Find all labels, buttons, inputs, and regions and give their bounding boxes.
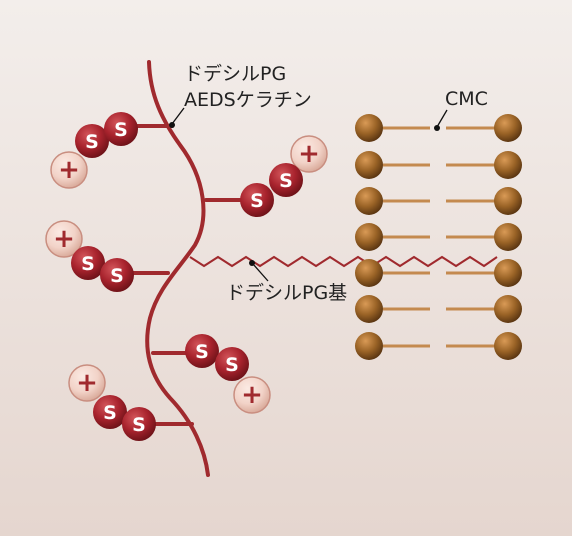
lipid-pair-row [355, 295, 522, 323]
positive-charge-circle [45, 220, 83, 258]
lipid-pair-row [355, 187, 522, 215]
cmc-label: CMC [445, 88, 488, 110]
keratin-label-line1: ドデシルPG [184, 63, 286, 85]
positive-charge-circle [68, 364, 106, 402]
sulfur-bead [215, 347, 249, 381]
dodecyl-leader-dot [249, 260, 255, 266]
lipid-head [355, 223, 383, 251]
dodecyl-chain [189, 255, 498, 268]
lipid-pair-row [355, 114, 522, 142]
lipid-head [494, 114, 522, 142]
disulfide-group-3: + S S [45, 220, 134, 292]
sulfur-bead [93, 395, 127, 429]
cmc-leader-dot [434, 125, 440, 131]
sulfur-letter: S [81, 253, 95, 275]
keratin-backbone [145, 60, 210, 477]
lipid-pair-row [355, 259, 522, 287]
lipid-head [494, 295, 522, 323]
keratin-leader-line [171, 107, 185, 125]
lipid-pair-row [355, 332, 522, 360]
lipid-head [494, 332, 522, 360]
positive-charge-circle [233, 376, 271, 414]
sulfur-letter: S [85, 131, 99, 153]
sulfur-letter: S [132, 414, 146, 436]
lipid-head [355, 151, 383, 179]
sulfur-letter: S [195, 341, 209, 363]
sulfur-bead [185, 334, 219, 368]
sulfur-letter: S [110, 265, 124, 287]
sulfur-bead [122, 407, 156, 441]
lipid-head [355, 187, 383, 215]
lipid-pair-row [355, 223, 522, 251]
lipid-head [355, 259, 383, 287]
sulfur-letter: S [279, 170, 293, 192]
keratin-leader-dot [169, 122, 175, 128]
sulfur-bead [240, 183, 274, 217]
positive-charge-circle [290, 135, 328, 173]
cmc-bilayer [355, 114, 522, 360]
disulfide-group-2: + S S [240, 135, 328, 217]
positive-charge-symbol: + [241, 380, 263, 410]
sulfur-letter: S [114, 119, 128, 141]
lipid-head [494, 151, 522, 179]
positive-charge-symbol: + [298, 139, 320, 169]
lipid-pair-row [355, 151, 522, 179]
lipid-head [355, 295, 383, 323]
dodecyl-group-label: ドデシルPG基 [226, 282, 347, 304]
sulfur-bead [269, 163, 303, 197]
sulfur-letter: S [250, 190, 264, 212]
sulfur-bead [100, 258, 134, 292]
sulfur-bead [104, 112, 138, 146]
disulfide-group-1: + S S [50, 112, 138, 189]
positive-charge-symbol: + [76, 368, 98, 398]
dodecyl-leader-line [252, 263, 269, 282]
positive-charge-circle [50, 151, 88, 189]
keratin-side-branches [126, 124, 242, 426]
keratin-label-line2: AEDSケラチン [184, 89, 312, 111]
disulfide-group-4: + S S [185, 334, 271, 414]
positive-charge-symbol: + [53, 224, 75, 254]
sulfur-bead [75, 124, 109, 158]
sulfur-bead [71, 246, 105, 280]
sulfur-letter: S [225, 354, 239, 376]
sulfur-letter: S [103, 402, 117, 424]
lipid-head [494, 223, 522, 251]
disulfide-group-5: + S S [68, 364, 156, 441]
lipid-head [494, 187, 522, 215]
lipid-head [355, 332, 383, 360]
positive-charge-symbol: + [58, 155, 80, 185]
lipid-head [494, 259, 522, 287]
lipid-head [355, 114, 383, 142]
cmc-leader-line [436, 109, 448, 128]
